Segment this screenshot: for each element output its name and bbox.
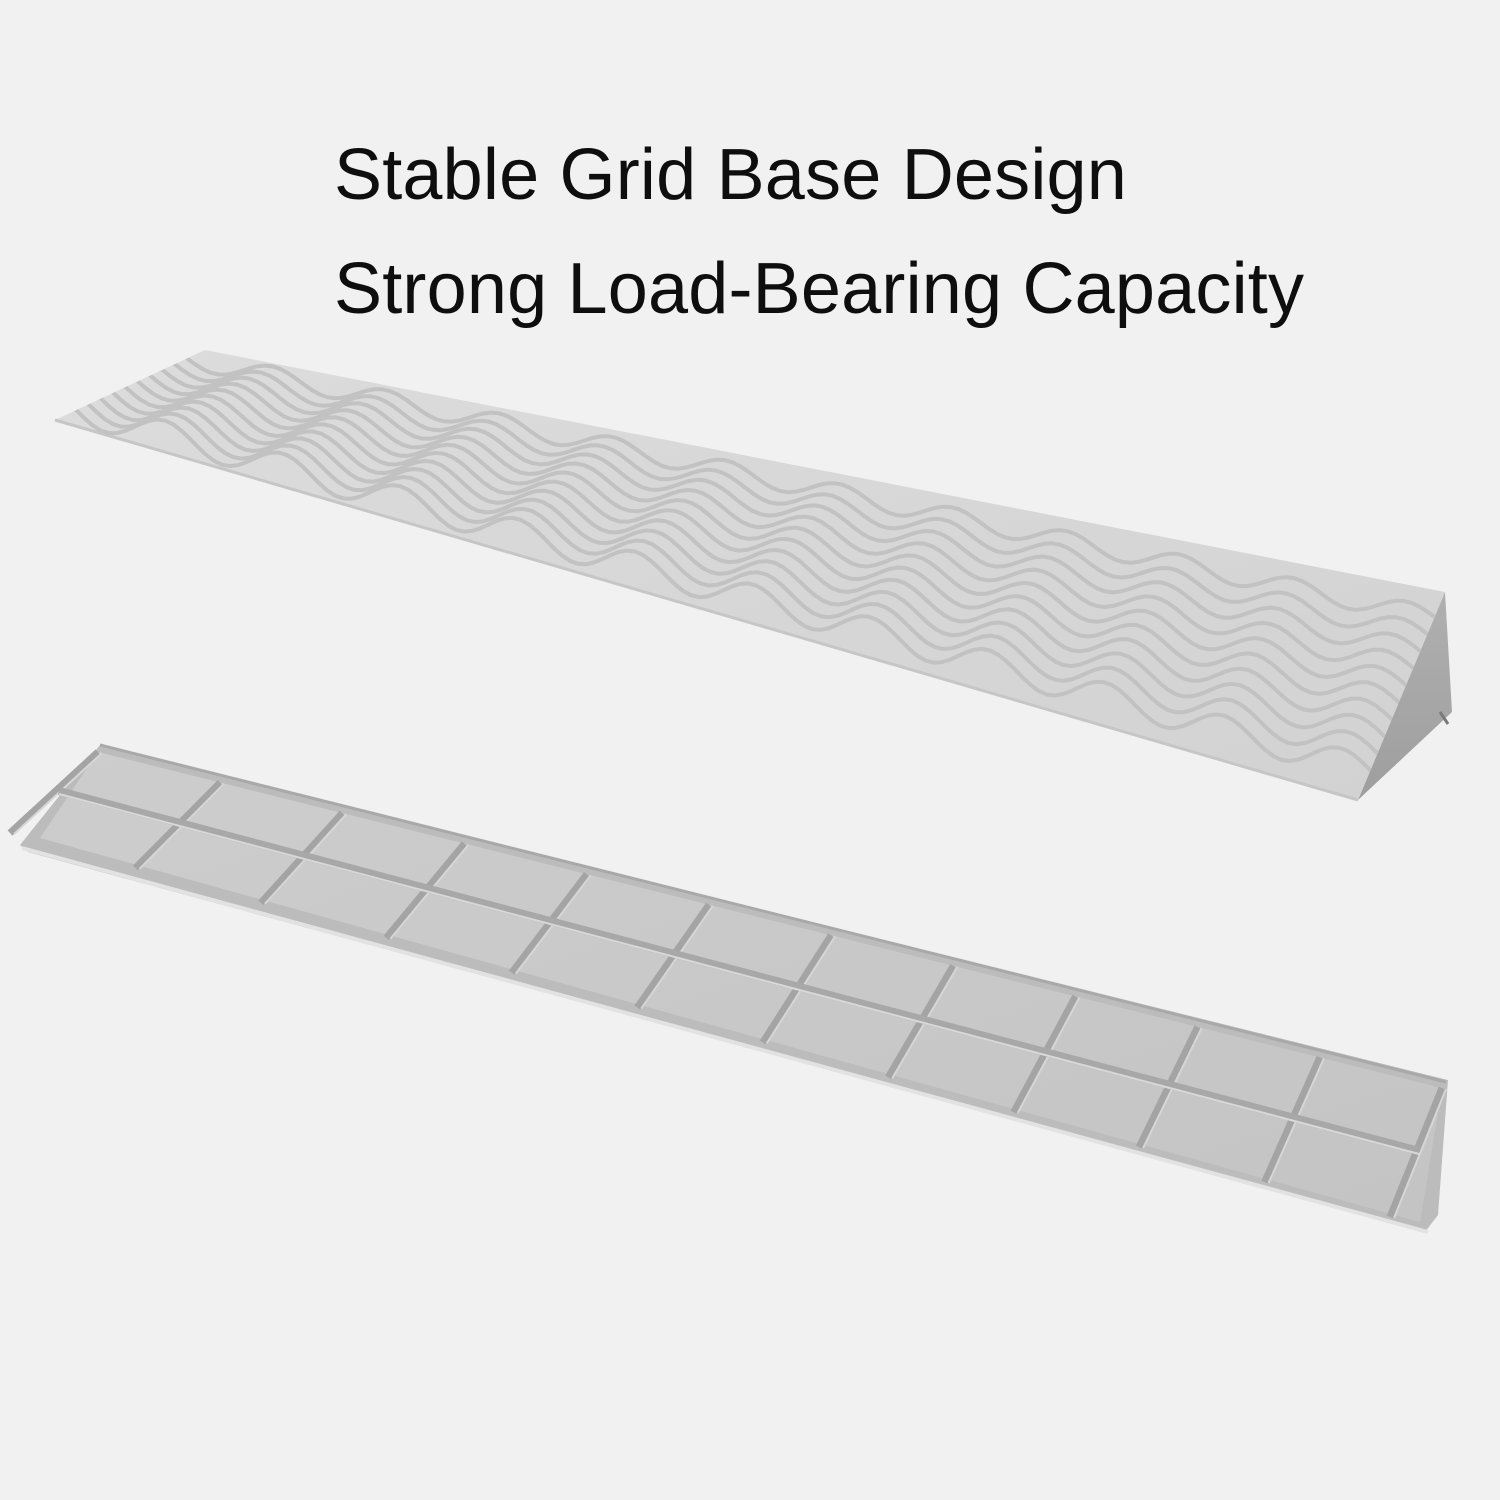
grid-rib-highlight <box>1393 1088 1447 1219</box>
wave-line <box>148 373 1416 671</box>
wave-line <box>123 385 1401 705</box>
wave-line <box>135 379 1408 688</box>
wave-line <box>86 402 1380 756</box>
feature-headline: Stable Grid Base Design Strong Load-Bear… <box>334 118 1304 346</box>
wave-line <box>98 396 1387 739</box>
grid-long-rib-highlight <box>58 793 1420 1155</box>
ramp-top-view <box>54 350 1452 802</box>
grid-ribs <box>7 749 1447 1219</box>
grid-long-rib <box>57 787 1421 1155</box>
ramp-end-face <box>1358 592 1452 800</box>
headline-line-2: Strong Load-Bearing Capacity <box>334 249 1305 329</box>
grid-cross-rib <box>7 749 101 836</box>
ramp-underside-view <box>7 743 1448 1234</box>
wave-line <box>74 408 1373 773</box>
grid-floor <box>40 752 1442 1222</box>
anti-slip-wave-pattern <box>74 356 1437 773</box>
wave-line <box>111 390 1394 722</box>
wave-line <box>172 362 1430 636</box>
headline-line-1: Stable Grid Base Design <box>334 135 1128 215</box>
grid-rib-highlight <box>13 752 103 835</box>
wave-line <box>185 356 1437 619</box>
wave-line <box>160 367 1423 654</box>
